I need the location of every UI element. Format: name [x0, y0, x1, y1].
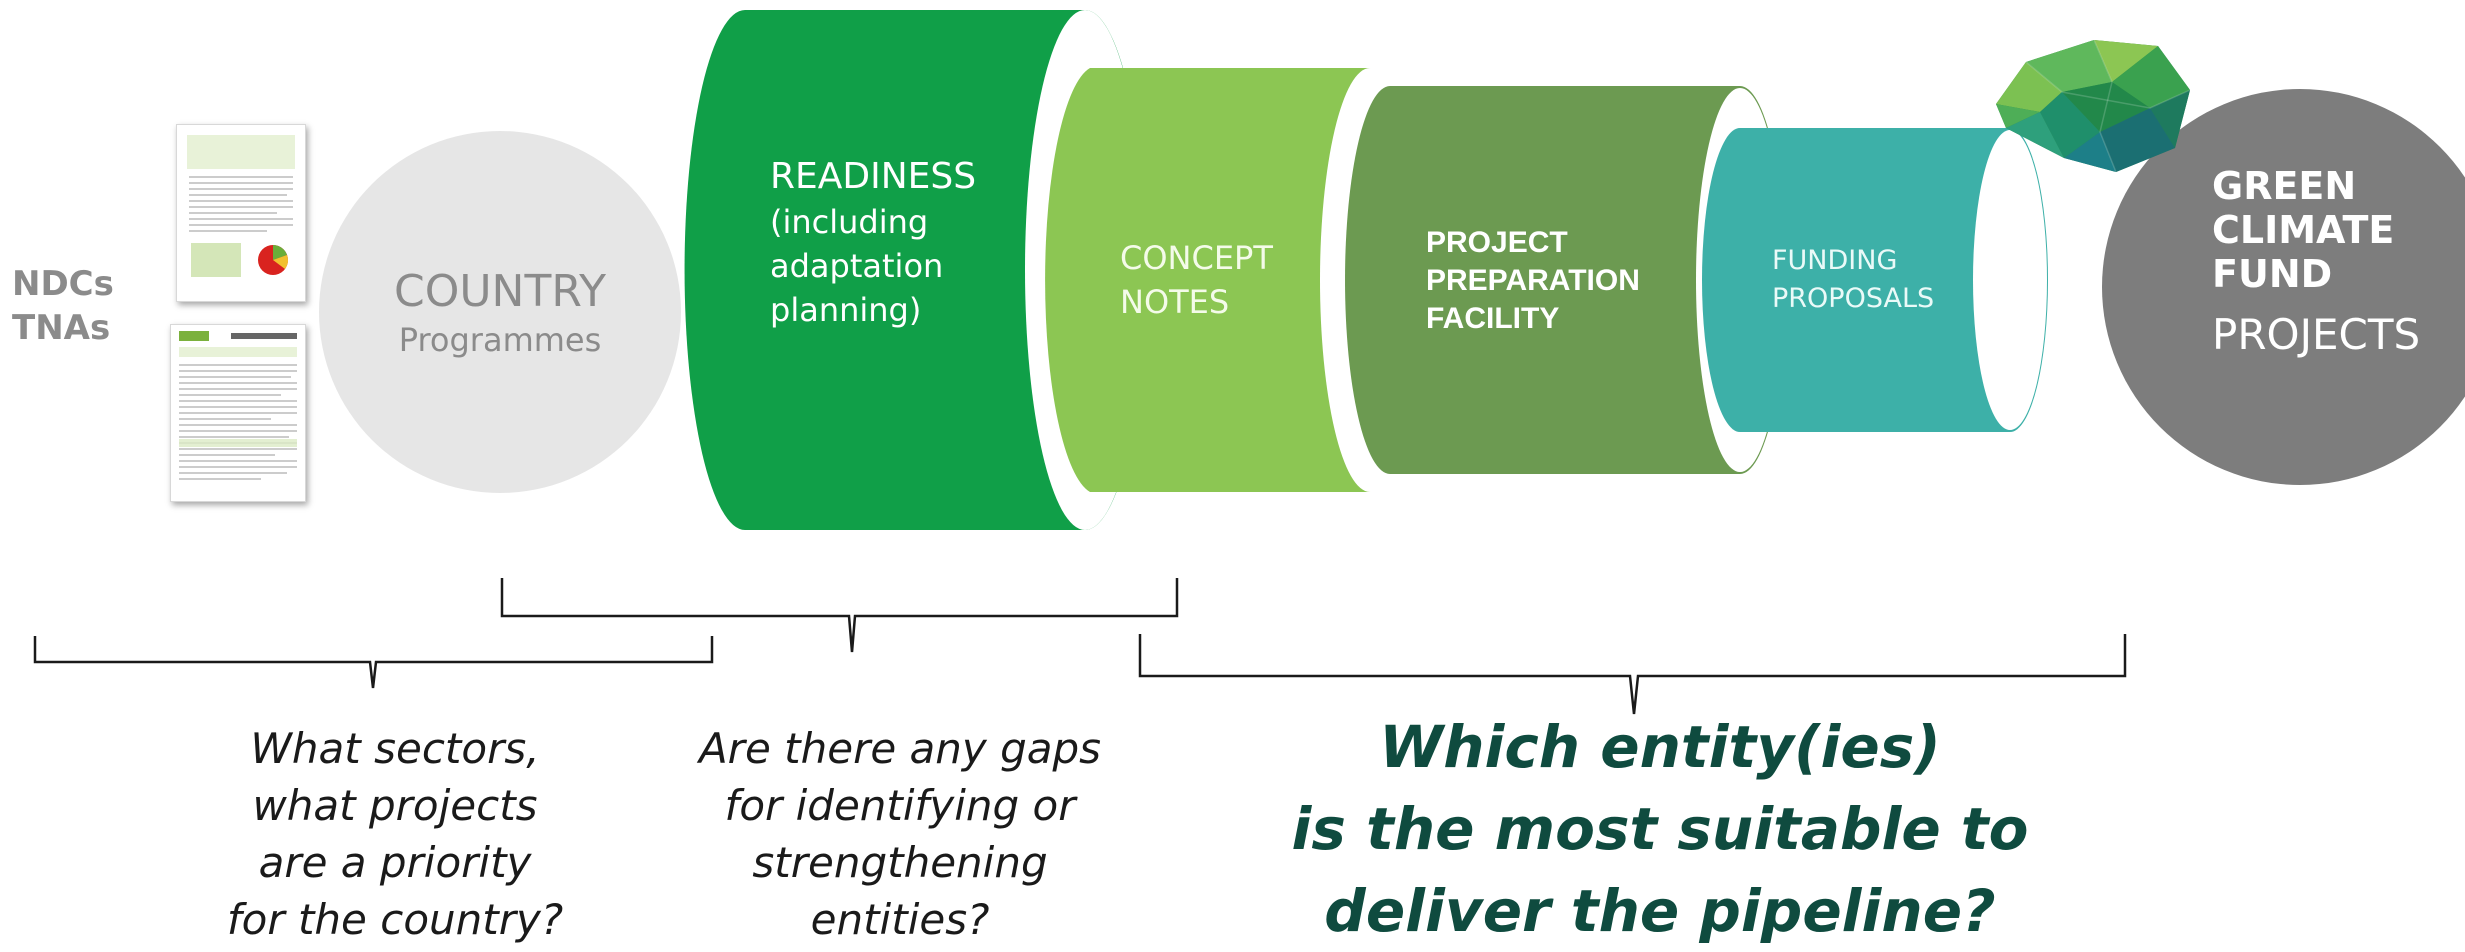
question-gaps-line4: entities? — [810, 895, 990, 944]
question-priority: What sectors, what projects are a priori… — [195, 720, 595, 948]
gcf-circle — [2102, 89, 2465, 485]
ppf-line3: FACILITY — [1426, 302, 1560, 335]
question-priority-line3: are a priority — [258, 838, 532, 887]
concept-line1: CONCEPT — [1120, 239, 1273, 277]
question-entities-line2: is the most suitable to — [1291, 795, 2029, 863]
readiness-title: READINESS — [770, 156, 977, 197]
question-priority-line1: What sectors, — [250, 724, 540, 773]
ppf-line1: PROJECT — [1426, 226, 1568, 259]
question-entities: Which entity(ies) is the most suitable t… — [1280, 706, 2040, 952]
country-subtitle: Programmes — [398, 321, 602, 359]
funding-cylinder — [1702, 128, 2048, 432]
tnas-label: TNAs — [12, 308, 111, 348]
funding-line2: PROPOSALS — [1772, 283, 1935, 314]
country-title: COUNTRY — [394, 266, 606, 317]
readiness-label: READINESS (including adaptation planning… — [770, 154, 976, 332]
concept-label: CONCEPT NOTES — [1120, 236, 1273, 324]
concept-cylinder — [1045, 68, 1415, 492]
ppf-cylinder — [1345, 86, 1785, 474]
concept-line2: NOTES — [1120, 283, 1230, 321]
document-tna-graphic — [179, 331, 297, 480]
question-priority-line2: what projects — [252, 781, 538, 830]
funding-cylinder-face — [1973, 130, 2047, 430]
readiness-cylinder — [684, 10, 1146, 530]
ndcs-label: NDCs — [12, 264, 114, 304]
gcf-line1: GREEN — [2212, 164, 2357, 208]
document-thumbnail-tna — [170, 324, 306, 502]
funding-label: FUNDING PROPOSALS — [1772, 242, 1934, 318]
inputs-label: NDCs TNAs — [12, 262, 114, 350]
question-priority-line4: for the country? — [226, 895, 564, 944]
question-entities-line1: Which entity(ies) — [1379, 713, 1941, 781]
readiness-line3: planning) — [770, 291, 922, 329]
brace-country — [33, 636, 714, 689]
gcf-line2: CLIMATE — [2212, 208, 2395, 252]
readiness-line1: (including — [770, 203, 929, 241]
brace-readiness — [500, 578, 1179, 653]
question-gaps: Are there any gaps for identifying or st… — [680, 720, 1120, 948]
question-gaps-line3: strengthening — [752, 838, 1048, 887]
document-ndc-graphic — [187, 135, 295, 277]
country-circle — [319, 131, 681, 493]
funding-line1: FUNDING — [1772, 245, 1898, 276]
ppf-label: PROJECT PREPARATION FACILITY — [1426, 224, 1640, 338]
question-gaps-line2: for identifying or — [724, 781, 1076, 830]
readiness-line2: adaptation — [770, 247, 944, 285]
question-entities-line3: deliver the pipeline? — [1324, 877, 1996, 945]
document-thumbnail-ndc — [176, 124, 306, 302]
gcf-projects: PROJECTS — [2212, 310, 2421, 359]
gcf-name: GREEN CLIMATE FUND — [2212, 164, 2420, 296]
ppf-line2: PREPARATION — [1426, 264, 1640, 297]
gcf-label: GREEN CLIMATE FUND PROJECTS — [2212, 164, 2420, 360]
gcf-globe-logo — [1996, 39, 2191, 173]
gcf-line3: FUND — [2212, 252, 2333, 296]
brace-pipeline — [1138, 634, 2127, 715]
country-label: COUNTRY Programmes — [320, 264, 680, 360]
question-gaps-line1: Are there any gaps — [698, 724, 1102, 773]
